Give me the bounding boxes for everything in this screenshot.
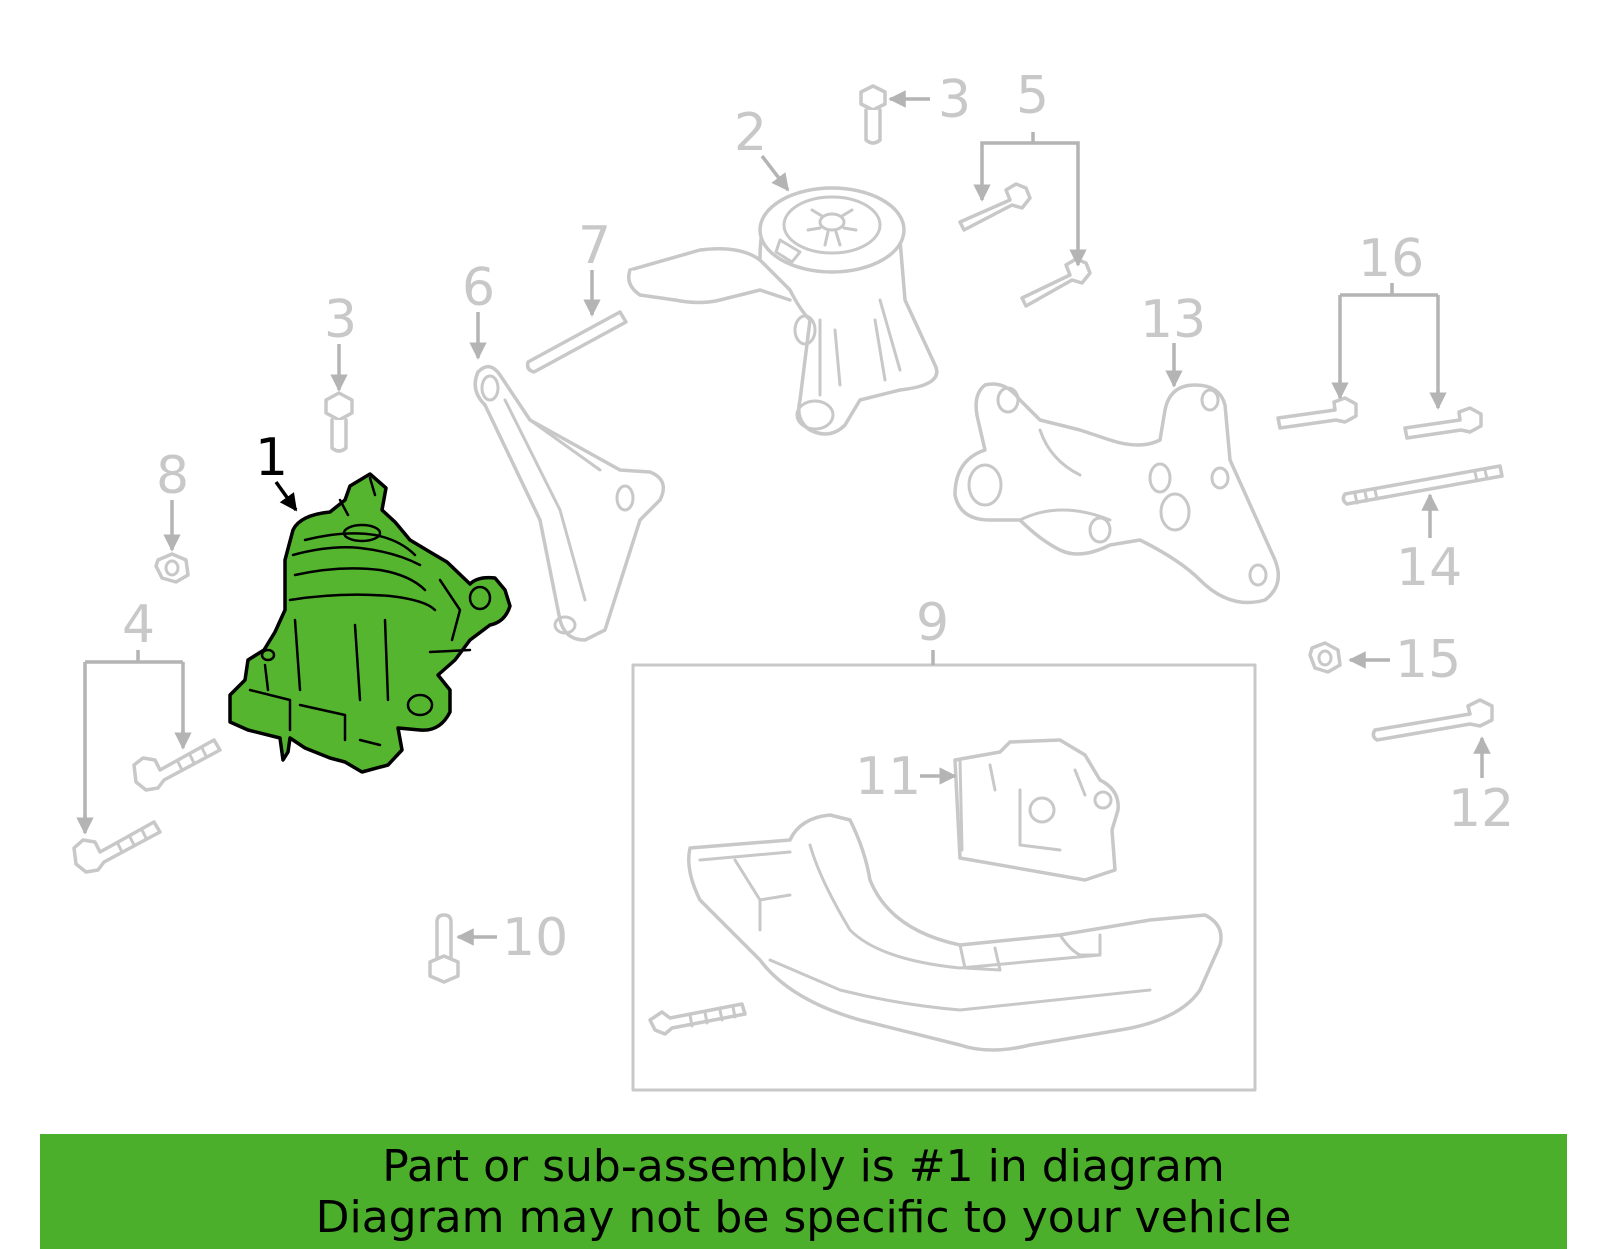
callout-3-left: 3: [324, 290, 357, 350]
part-15-nut[interactable]: [1308, 641, 1342, 674]
callout-2: 2: [734, 103, 767, 163]
callout-15: 15: [1395, 630, 1461, 690]
callout-7: 7: [578, 216, 611, 276]
callout-11: 11: [855, 747, 921, 807]
callout-9: 9: [916, 593, 949, 653]
callout-8: 8: [156, 446, 189, 506]
leader-lines: [76, 90, 1491, 946]
banner-line-1: Part or sub-assembly is #1 in diagram: [382, 1140, 1225, 1192]
part-13-bracket[interactable]: [953, 382, 1281, 605]
callout-10: 10: [502, 908, 568, 968]
part-12-bolt[interactable]: [1371, 698, 1494, 742]
part-2-mount[interactable]: [627, 186, 939, 436]
part-3-bolt-left[interactable]: [324, 391, 354, 453]
callout-6: 6: [462, 258, 495, 318]
part-14-stud[interactable]: [1341, 464, 1504, 506]
part-6-bracket[interactable]: [473, 365, 666, 642]
part-3-bolt-top[interactable]: [859, 84, 887, 145]
part-1-engine-mount[interactable]: [228, 472, 512, 774]
callout-16: 16: [1358, 229, 1424, 289]
callout-labels: 1 2 3 5 7 6 13 16 14 15 12 3 8 4 9 10 11: [122, 66, 1514, 968]
callout-14: 14: [1396, 538, 1462, 598]
callout-5: 5: [1016, 66, 1049, 126]
part-5-bolts[interactable]: [958, 182, 1092, 308]
banner-line-2: Diagram may not be specific to your vehi…: [315, 1191, 1292, 1243]
callout-3-top: 3: [938, 70, 971, 130]
part-16-bolts[interactable]: [1276, 396, 1483, 440]
callout-4: 4: [122, 595, 155, 655]
part-8-nut[interactable]: [154, 552, 190, 584]
callout-1: 1: [255, 428, 288, 488]
part-4-bolts[interactable]: [72, 738, 222, 874]
callout-13: 13: [1140, 290, 1206, 350]
info-banner: Part or sub-assembly is #1 in diagram Di…: [40, 1134, 1567, 1249]
part-9-crossmember-group[interactable]: [631, 650, 1257, 1092]
part-7-stud[interactable]: [525, 310, 628, 374]
callout-12: 12: [1448, 779, 1514, 839]
part-10-bolt[interactable]: [428, 913, 460, 984]
